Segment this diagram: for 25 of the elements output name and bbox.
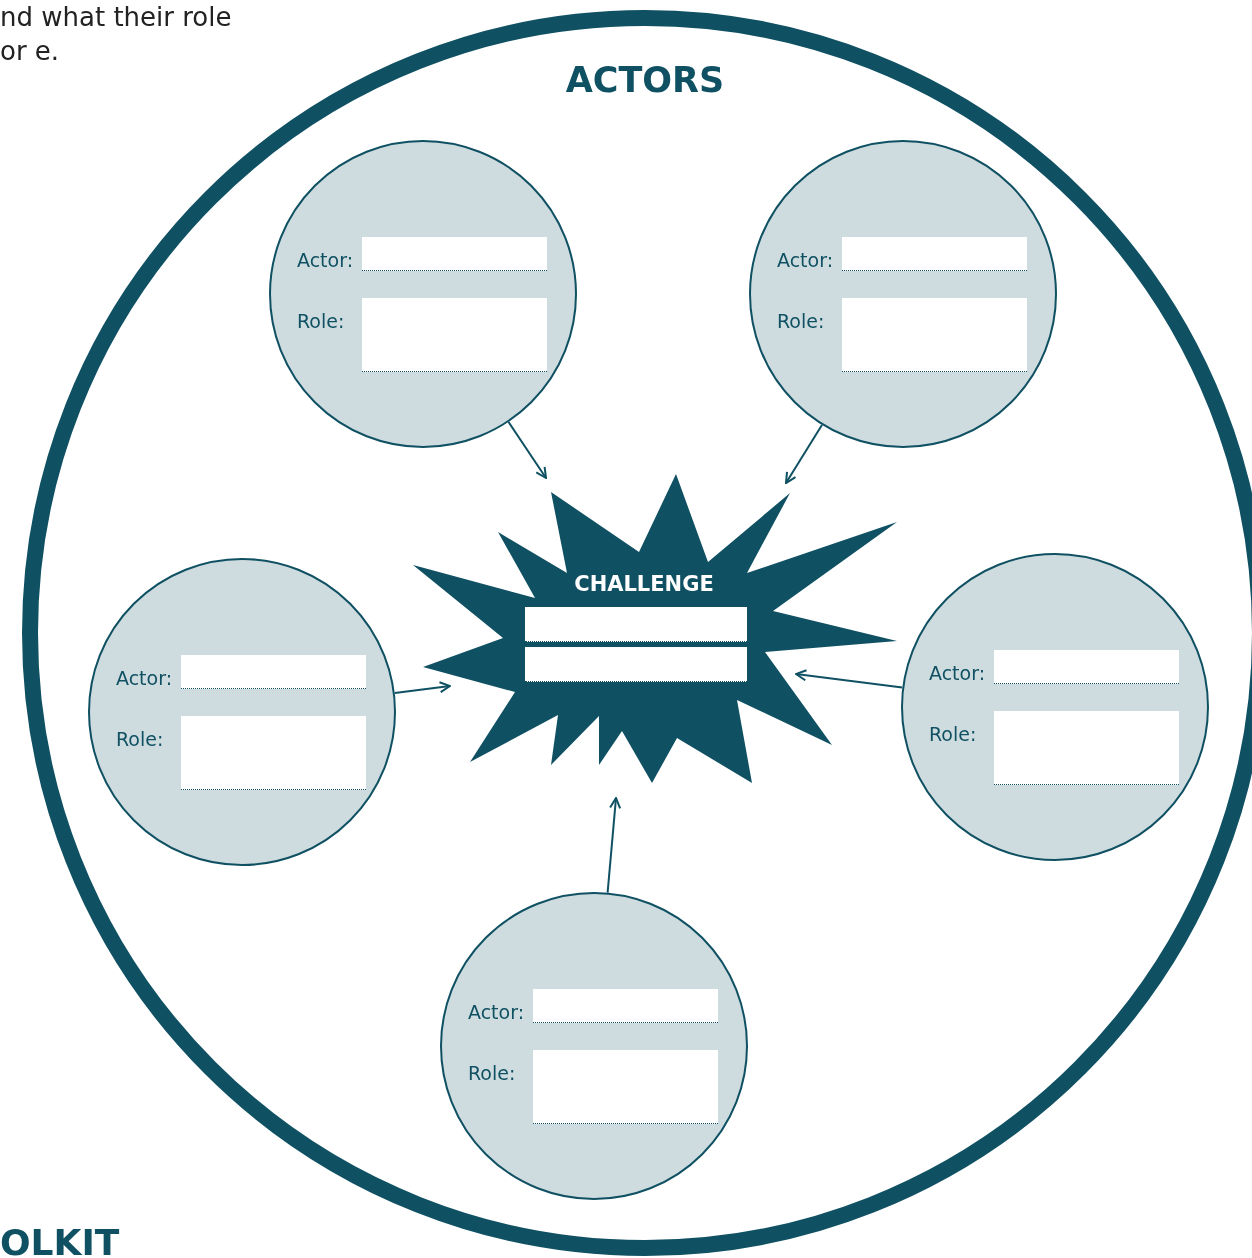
actor-circle [901, 553, 1209, 861]
field-label: Actor: [468, 1001, 525, 1023]
field-label: Role: [468, 1062, 516, 1084]
arrow [507, 421, 547, 479]
challenge-starburst [413, 473, 897, 783]
field-label: Actor: [297, 249, 354, 271]
actor-circle [88, 558, 396, 866]
circle-heading: ACTORS [564, 60, 726, 100]
field-label: Actor: [777, 249, 834, 271]
actor-circle [440, 892, 748, 1200]
arrow [795, 669, 904, 689]
field-label: Role: [116, 728, 164, 750]
field-label: Role: [929, 723, 977, 745]
field-label: Role: [297, 310, 345, 332]
toolkit-heading: OLKIT [0, 1224, 120, 1258]
actor-circle [269, 140, 577, 448]
field-label: Actor: [929, 662, 986, 684]
arrow [606, 797, 622, 894]
field-label: Actor: [116, 667, 173, 689]
challenge-heading: CHALLENGE [573, 572, 715, 596]
field-label: Role: [777, 310, 825, 332]
intro-text: nd what their role or e. [0, 1, 233, 68]
arrow [785, 423, 823, 484]
arrow [393, 681, 451, 694]
actor-circle [749, 140, 1057, 448]
